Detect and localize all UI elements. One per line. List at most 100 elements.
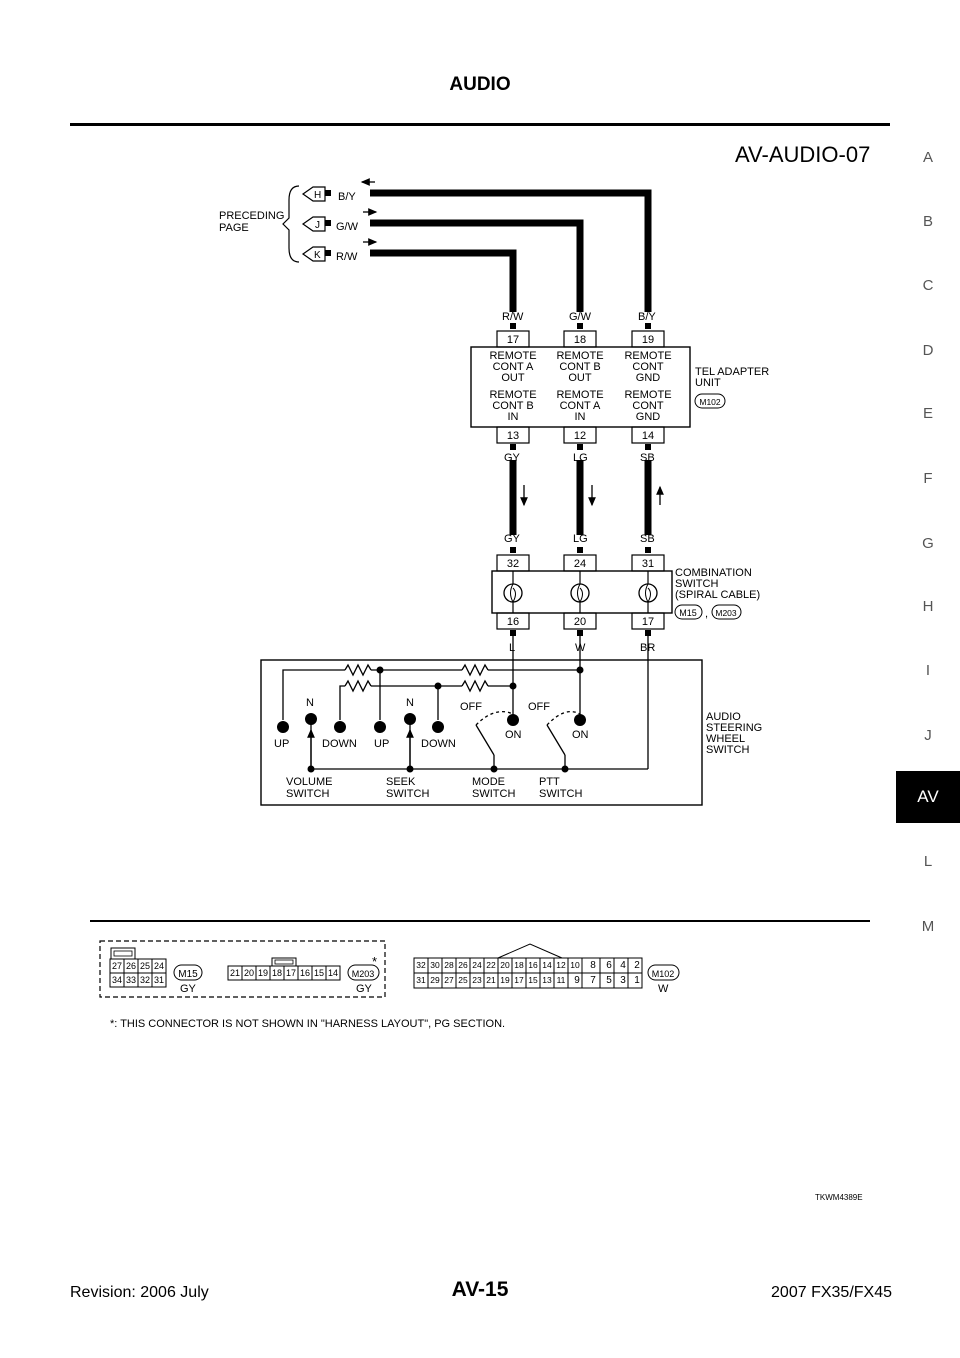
m102-pin: 7 xyxy=(590,975,596,986)
spiral-coil-1 xyxy=(503,583,523,603)
tel-pin-18: 18 xyxy=(574,334,586,346)
m203-pin: 16 xyxy=(300,968,310,978)
wire-label-k: R/W xyxy=(336,251,358,263)
tel-bottom-wire-1: GY xyxy=(504,452,521,464)
seek-neutral-contact xyxy=(404,713,416,725)
connector-footnote: *: THIS CONNECTOR IS NOT SHOWN IN "HARNE… xyxy=(110,1018,506,1030)
m102-pin: 21 xyxy=(486,975,496,985)
m102-pin: 18 xyxy=(514,960,524,970)
tel-func-5a: REMOTE xyxy=(556,389,603,401)
m15-color: GY xyxy=(180,983,197,995)
seek-up-label: UP xyxy=(374,738,389,750)
m102-pin: 19 xyxy=(500,975,510,985)
seek-name-2: SWITCH xyxy=(386,788,429,800)
comb-terminal-31 xyxy=(645,547,651,553)
tab-a[interactable]: A xyxy=(922,149,933,166)
wire-label-h: B/Y xyxy=(338,191,356,203)
connector-k-letter: K xyxy=(314,250,321,261)
tel-adapter-unit: R/W G/W B/Y 17 18 19 REMOTE CONT A OUT R… xyxy=(470,311,769,464)
tel-func-3c: GND xyxy=(636,372,661,384)
comb-pin-31: 31 xyxy=(642,558,654,570)
tab-m[interactable]: M xyxy=(921,918,935,935)
spiral-coil-3 xyxy=(638,583,658,603)
m102-pin: 30 xyxy=(430,960,440,970)
tab-h[interactable]: H xyxy=(922,598,934,615)
m102-badge xyxy=(647,964,680,981)
tel-bottom-wire-2: LG xyxy=(573,452,588,464)
tel-func-5c: IN xyxy=(575,411,586,423)
volume-n-label: N xyxy=(306,697,314,709)
tab-c[interactable]: C xyxy=(922,277,934,294)
m203-pin: 21 xyxy=(230,968,240,978)
m102-pin: 11 xyxy=(557,975,566,985)
footer-revision: Revision: 2006 July xyxy=(70,1284,209,1301)
m102-pin: 6 xyxy=(606,960,612,971)
seek-up-contact xyxy=(374,721,386,733)
tel-top-wire-3: B/Y xyxy=(638,311,656,323)
footer-page-number: AV-15 xyxy=(451,1278,509,1301)
seek-down-contact xyxy=(432,721,444,733)
comb-name-1: COMBINATION xyxy=(675,567,752,579)
m102-pin: 4 xyxy=(620,960,626,971)
m203-pin: 19 xyxy=(258,968,268,978)
m203-pin: 20 xyxy=(244,968,254,978)
tel-adapter-name-2: UNIT xyxy=(695,377,721,389)
comb-pin-20: 20 xyxy=(574,616,586,628)
preceding-page-group: PRECEDING PAGE H B/Y J G/W K R/W xyxy=(219,178,378,263)
mode-name-1: MODE xyxy=(472,776,505,788)
comb-pin-box-20 xyxy=(563,612,597,630)
m102-pin: 31 xyxy=(416,975,426,985)
m102-pin: 10 xyxy=(570,960,580,970)
tab-d[interactable]: D xyxy=(922,342,934,359)
m203-id: M203 xyxy=(352,969,375,979)
mode-on-contact xyxy=(507,714,519,726)
connector-view-m102: 32 30 28 26 24 22 20 18 16 14 12 10 8 6 … xyxy=(413,943,680,995)
tel-terminal-14 xyxy=(645,444,651,450)
tab-f[interactable]: F xyxy=(923,470,933,487)
seek-down-label: DOWN xyxy=(421,738,456,750)
harness-wires xyxy=(370,189,652,535)
wire-label-j: G/W xyxy=(336,221,359,233)
m203-pin: 18 xyxy=(272,968,282,978)
comb-pin-box-16 xyxy=(496,612,530,630)
volume-up-label: UP xyxy=(274,738,289,750)
tab-b[interactable]: B xyxy=(922,213,933,230)
ptt-off-label: OFF xyxy=(528,701,550,713)
ptt-on-label: ON xyxy=(572,729,589,741)
m102-pin: 25 xyxy=(458,975,468,985)
connector-j-terminal xyxy=(325,220,331,226)
tel-pin-box-13 xyxy=(496,426,530,444)
comb-connector-1: M15 xyxy=(679,608,697,618)
m102-pin: 22 xyxy=(486,960,496,970)
m203-pin: 14 xyxy=(328,968,338,978)
m15-pin: 34 xyxy=(112,975,122,985)
comb-pin-17: 17 xyxy=(642,616,654,628)
m203-pin: 17 xyxy=(286,968,296,978)
tab-i[interactable]: I xyxy=(925,662,931,679)
tel-func-1c: OUT xyxy=(501,372,525,384)
tel-func-6b: CONT xyxy=(632,400,663,412)
m15-id: M15 xyxy=(178,969,198,980)
comb-top-wire-2: LG xyxy=(573,533,588,545)
tel-func-3a: REMOTE xyxy=(624,350,671,362)
tel-pin-17: 17 xyxy=(507,334,519,346)
image-code: TKWM4389E xyxy=(815,1193,863,1202)
tab-l[interactable]: L xyxy=(923,853,933,870)
comb-bottom-wire-1: L xyxy=(509,642,515,654)
wire-b-y xyxy=(370,189,652,312)
tel-func-6a: REMOTE xyxy=(624,389,671,401)
spiral-coil-2 xyxy=(570,583,590,603)
comb-connector-2: M203 xyxy=(715,608,737,618)
footer-model: 2007 FX35/FX45 xyxy=(771,1284,892,1301)
tab-g[interactable]: G xyxy=(922,535,934,552)
wire-r-w xyxy=(370,249,517,312)
tel-connector-id: M102 xyxy=(699,397,721,407)
steering-switch-box xyxy=(260,659,703,806)
m102-pin: 2 xyxy=(634,960,640,971)
tel-func-1a: REMOTE xyxy=(489,350,536,362)
tab-e[interactable]: E xyxy=(922,405,933,422)
combination-switch: GY LG SB 32 24 31 16 20 17 L W BR COMBI xyxy=(491,533,760,654)
tel-func-2c: OUT xyxy=(568,372,592,384)
tab-av[interactable]: AV xyxy=(896,771,960,823)
tab-j[interactable]: J xyxy=(924,727,932,744)
